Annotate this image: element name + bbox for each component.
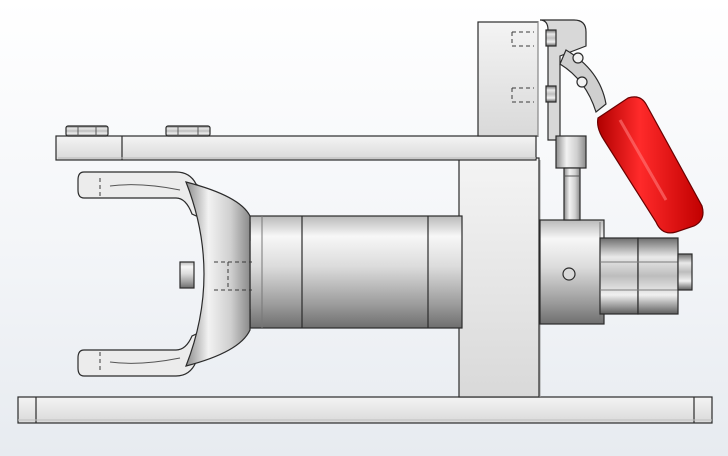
- toggle-clamp[interactable]: [539, 19, 607, 221]
- yoke[interactable]: [77, 171, 252, 377]
- base-plate[interactable]: [17, 396, 713, 424]
- clamp-post[interactable]: [477, 21, 539, 137]
- clamp-handle[interactable]: [597, 96, 704, 234]
- screw-head-left: [65, 125, 109, 137]
- shaft[interactable]: [249, 215, 463, 329]
- bearing-block[interactable]: [539, 219, 605, 325]
- screw-head-right: [165, 125, 211, 137]
- upright-block[interactable]: [458, 157, 541, 398]
- top-arm[interactable]: [55, 135, 537, 161]
- nuts[interactable]: [599, 237, 693, 315]
